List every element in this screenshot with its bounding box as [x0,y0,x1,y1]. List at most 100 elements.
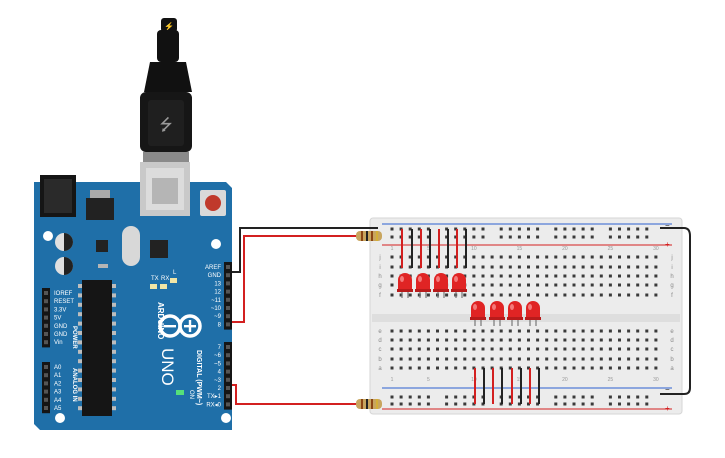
rail-hole[interactable] [627,395,631,399]
breadboard-hole[interactable] [490,357,494,361]
rail-hole[interactable] [572,227,576,231]
rail-hole[interactable] [499,227,503,231]
breadboard-hole[interactable] [645,293,649,297]
breadboard-hole[interactable] [645,274,649,278]
breadboard-hole[interactable] [499,274,503,278]
breadboard-hole[interactable] [536,329,540,333]
breadboard-hole[interactable] [581,357,585,361]
header-pin[interactable] [44,299,48,304]
breadboard-hole[interactable] [590,338,594,342]
breadboard-hole[interactable] [517,274,521,278]
digital-header-top[interactable] [224,262,232,330]
rail-hole[interactable] [454,395,458,399]
breadboard-hole[interactable] [426,293,430,297]
red-led[interactable] [451,273,467,298]
breadboard-hole[interactable] [527,255,530,259]
breadboard-hole[interactable] [636,255,640,259]
breadboard-hole[interactable] [572,265,576,269]
rail-hole[interactable] [408,402,412,406]
breadboard-hole[interactable] [554,347,558,351]
breadboard-hole[interactable] [563,347,567,351]
digital-header-bottom[interactable] [224,342,232,410]
breadboard-hole[interactable] [426,255,430,259]
rail-hole[interactable] [481,235,485,239]
breadboard-hole[interactable] [454,265,458,269]
breadboard-hole[interactable] [618,347,621,351]
breadboard-hole[interactable] [490,283,494,287]
breadboard-hole[interactable] [536,255,540,259]
dc-power-jack[interactable] [40,175,76,217]
breadboard-hole[interactable] [399,347,403,351]
breadboard-hole[interactable] [636,283,640,287]
led-group-top[interactable] [397,273,467,298]
breadboard-hole[interactable] [572,274,576,278]
breadboard-hole[interactable] [517,255,521,259]
wire-gnd-top[interactable] [232,227,378,273]
rail-hole[interactable] [399,402,403,406]
breadboard-hole[interactable] [390,338,394,342]
breadboard-hole[interactable] [417,338,421,342]
breadboard-hole[interactable] [527,366,530,370]
breadboard-hole[interactable] [654,366,658,370]
arduino-uno-board[interactable]: L TX RX ARDUINO UNO DIGITAL (PWM~) POWER… [34,162,232,430]
breadboard-hole[interactable] [599,329,603,333]
breadboard-hole[interactable] [408,265,412,269]
rail-hole[interactable] [472,395,476,399]
breadboard-hole[interactable] [426,265,430,269]
header-pin[interactable] [226,314,230,319]
breadboard-hole[interactable] [436,357,439,361]
breadboard-hole[interactable] [608,366,612,370]
rail-hole[interactable] [581,395,585,399]
rail-hole[interactable] [636,395,640,399]
rail-hole[interactable] [481,227,485,231]
breadboard-hole[interactable] [517,338,521,342]
breadboard-hole[interactable] [445,255,449,259]
rail-hole[interactable] [581,235,585,239]
rail-hole[interactable] [472,227,476,231]
rail-hole[interactable] [536,402,540,406]
rail-hole[interactable] [508,227,512,231]
breadboard-hole[interactable] [545,255,549,259]
rail-hole[interactable] [390,235,394,239]
breadboard-hole[interactable] [563,357,567,361]
breadboard-hole[interactable] [572,357,576,361]
breadboard-hole[interactable] [536,357,540,361]
red-led[interactable] [397,273,413,298]
breadboard-hole[interactable] [508,366,512,370]
breadboard-hole[interactable] [536,366,540,370]
breadboard-hole[interactable] [654,274,658,278]
breadboard-hole[interactable] [472,366,476,370]
breadboard-hole[interactable] [563,265,567,269]
red-led[interactable] [507,301,523,326]
header-pin[interactable] [44,315,48,320]
breadboard-hole[interactable] [645,357,649,361]
breadboard-hole[interactable] [508,293,512,297]
breadboard-hole[interactable] [527,329,530,333]
breadboard-hole[interactable] [627,293,631,297]
breadboard-hole[interactable] [390,274,394,278]
breadboard-hole[interactable] [499,265,503,269]
breadboard-hole[interactable] [627,265,631,269]
breadboard-hole[interactable] [554,338,558,342]
breadboard-hole[interactable] [517,283,521,287]
breadboard-hole[interactable] [454,347,458,351]
breadboard-hole[interactable] [581,347,585,351]
breadboard-hole[interactable] [627,283,631,287]
breadboard-hole[interactable] [454,329,458,333]
header-pin[interactable] [226,265,230,269]
breadboard-hole[interactable] [581,338,585,342]
rail-hole[interactable] [536,227,540,231]
breadboard-hole[interactable] [563,274,567,278]
rail-hole[interactable] [426,227,430,231]
breadboard-hole[interactable] [545,366,549,370]
breadboard-hole[interactable] [463,265,467,269]
rail-hole[interactable] [390,402,394,406]
breadboard-hole[interactable] [463,329,467,333]
breadboard-hole[interactable] [463,274,467,278]
breadboard-hole[interactable] [627,338,631,342]
breadboard-hole[interactable] [581,293,585,297]
breadboard-hole[interactable] [545,347,549,351]
breadboard-hole[interactable] [608,347,612,351]
breadboard-hole[interactable] [563,293,567,297]
